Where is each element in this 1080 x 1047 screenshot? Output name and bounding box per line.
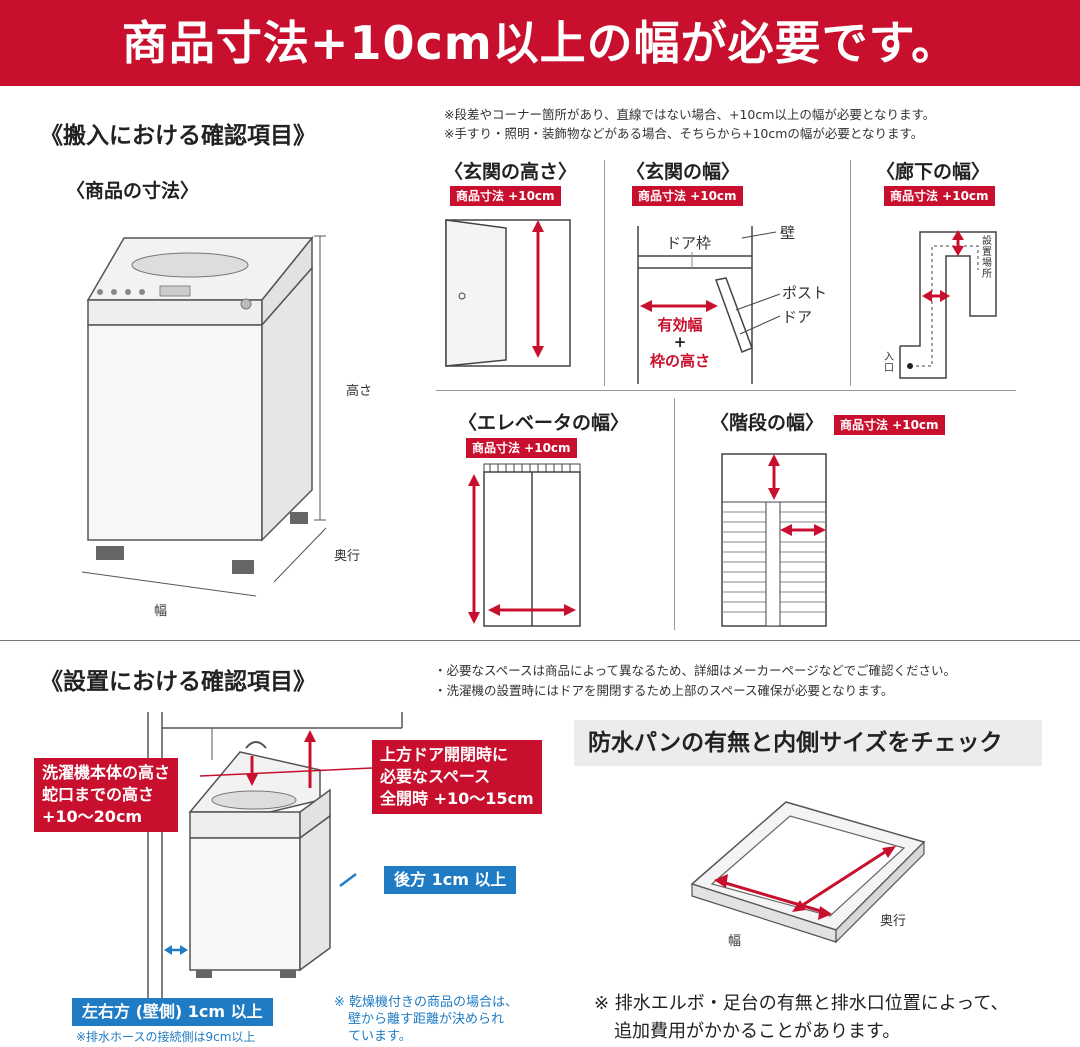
entrance-height-badge: 商品寸法 +10cm — [450, 186, 561, 206]
divider-v1 — [604, 160, 605, 386]
stairs-width-badge: 商品寸法 +10cm — [834, 415, 945, 435]
dryer-note-line-1: ※ 乾燥機付きの商品の場合は、 — [334, 995, 519, 1010]
pan-depth-label: 奥行 — [880, 914, 907, 929]
install-location-label: 設置場所 — [982, 236, 992, 280]
dryer-note: ※ 乾燥機付きの商品の場合は、 壁から離す距離が決められ ています。 — [334, 994, 518, 1045]
carry-in-title: 《搬入における確認項目》 — [40, 123, 316, 149]
divider-sections — [0, 640, 1080, 641]
drain-cost-note-line-2: 追加費用がかかることがあります。 — [614, 1021, 901, 1042]
carry-in-note-2: ※手すり・照明・装飾物などがある場合、そちらから+10cmの幅が必要となります。 — [444, 126, 924, 141]
callout-height-line-3: +10～20cm — [42, 807, 143, 826]
banner-title: 商品寸法+10cm以上の幅が必要です。 — [121, 16, 959, 70]
entrance-label: 入口 — [884, 352, 894, 374]
plus-label: + — [673, 333, 687, 351]
divider-h-carry — [436, 390, 1016, 391]
callout-height: 洗濯機本体の高さ 蛇口までの高さ +10～20cm — [34, 758, 179, 832]
elevator-width-title: 〈エレベータの幅〉 — [458, 412, 630, 434]
callout-height-line-2: 蛇口までの高さ — [42, 785, 155, 804]
product-dimensions-title: 〈商品の寸法〉 — [66, 180, 200, 202]
post-label: ポスト — [782, 284, 828, 302]
divider-v3 — [674, 398, 675, 630]
hallway-width-title: 〈廊下の幅〉 — [876, 161, 991, 183]
hose-note: ※排水ホースの接続側は9cm以上 — [76, 1030, 256, 1044]
install-note-1: ・必要なスペースは商品によって異なるため、詳細はメーカーページなどでご確認くださ… — [434, 663, 957, 678]
entrance-height-title: 〈玄関の高さ〉 — [444, 161, 578, 183]
wall-label: 壁 — [780, 224, 796, 242]
stairs-width-title: 〈階段の幅〉 — [710, 412, 825, 434]
callout-top-line-1: 上方ドア開閉時に — [380, 745, 509, 764]
callout-height-line-1: 洗濯機本体の高さ — [42, 763, 171, 782]
effective-width-label: 有効幅 — [657, 316, 703, 334]
dryer-note-line-2: 壁から離す距離が決められ — [348, 1012, 505, 1027]
door-frame-label: ドア枠 — [666, 234, 712, 252]
hallway-width-badge: 商品寸法 +10cm — [884, 186, 995, 206]
callout-top-line-2: 必要なスペース — [380, 767, 491, 786]
height-label: 高さ — [346, 384, 373, 399]
callout-top-line-3: 全開時 +10～15cm — [380, 789, 534, 808]
door-label: ドア — [782, 308, 813, 326]
dryer-note-line-3: ています。 — [348, 1029, 412, 1044]
waterproof-pan-title: 防水パンの有無と内側サイズをチェック — [574, 720, 1042, 766]
frame-height-label: 枠の高さ — [649, 352, 710, 370]
drain-cost-note: ※ 排水エルボ・足台の有無と排水口位置によって、 追加費用がかかることがあります… — [594, 990, 1008, 1046]
entrance-width-badge: 商品寸法 +10cm — [632, 186, 743, 206]
entrance-width-title: 〈玄関の幅〉 — [626, 161, 741, 183]
drain-cost-note-line-1: ※ 排水エルボ・足台の有無と排水口位置によって、 — [594, 993, 1009, 1014]
callout-back-space: 後方 1cm 以上 — [384, 866, 517, 894]
callout-side-space: 左右方 (壁側) 1cm 以上 — [72, 998, 273, 1026]
callout-top-space: 上方ドア開閉時に 必要なスペース 全開時 +10～15cm — [372, 740, 542, 814]
depth-label: 奥行 — [334, 549, 361, 564]
divider-v2 — [850, 160, 851, 386]
pan-width-label: 幅 — [728, 934, 742, 949]
install-title: 《設置における確認項目》 — [40, 669, 316, 695]
width-label: 幅 — [154, 604, 168, 619]
header-banner — [0, 0, 1080, 86]
install-note-2: ・洗濯機の設置時にはドアを開閉するため上部のスペース確保が必要となります。 — [434, 683, 894, 698]
carry-in-note-1: ※段差やコーナー箇所があり、直線ではない場合、+10cm以上の幅が必要となります… — [444, 107, 936, 122]
elevator-width-badge: 商品寸法 +10cm — [466, 438, 577, 458]
